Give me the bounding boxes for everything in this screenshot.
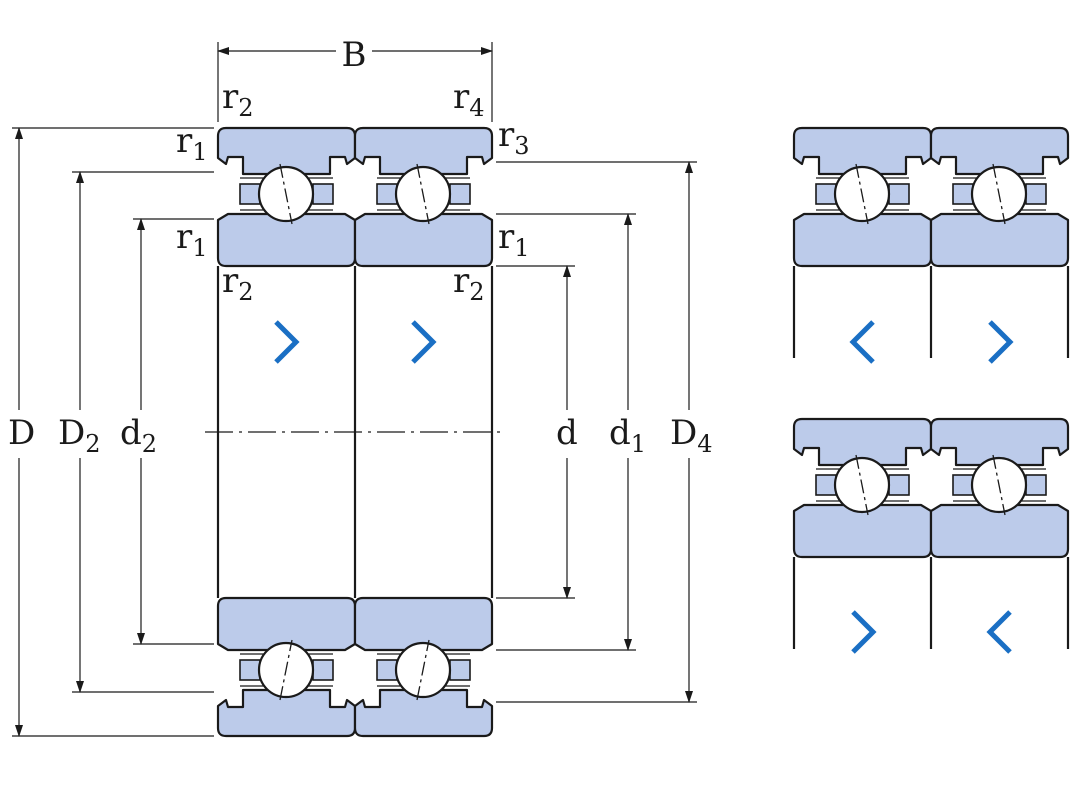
arrangement-bottom-right (792, 417, 1070, 654)
label-d2: d2 (120, 413, 157, 458)
dimensions (12, 42, 697, 737)
label-r1-outer-left: r1 (176, 121, 208, 166)
label-r1-inner-left: r1 (176, 217, 208, 262)
label-D4: D4 (670, 413, 713, 458)
main-left-bottom-section (216, 596, 357, 738)
main-left-top-section (216, 126, 357, 268)
label-B: B (342, 35, 367, 75)
label-r1-inner-right: r1 (498, 217, 530, 262)
chevron-right-icon (411, 320, 437, 364)
label-r3-outer-right: r3 (498, 115, 530, 160)
label-r2-top-left: r2 (222, 77, 254, 122)
main-right-top-section (353, 126, 494, 268)
label-d1: d1 (609, 413, 646, 458)
label-r2-bottom-left: r2 (222, 261, 254, 306)
chevron-right-icon (988, 320, 1014, 364)
label-d: d (556, 413, 578, 453)
main-right-bottom-section (353, 596, 494, 738)
chevron-left-icon (849, 320, 875, 364)
label-r4-top-right: r4 (453, 77, 485, 122)
label-D: D (8, 413, 35, 453)
chevron-right-icon (851, 610, 877, 654)
main-bearing-pair (205, 126, 505, 738)
label-D2: D2 (58, 413, 101, 458)
labels: B D D2 d2 d d1 D4 r2 r4 r1 r3 r1 r1 r2 r… (8, 35, 713, 458)
chevron-left-icon (986, 610, 1012, 654)
arrangement-top-right (792, 126, 1070, 364)
label-r2-bottom-right: r2 (453, 261, 485, 306)
chevron-right-icon (274, 320, 300, 364)
